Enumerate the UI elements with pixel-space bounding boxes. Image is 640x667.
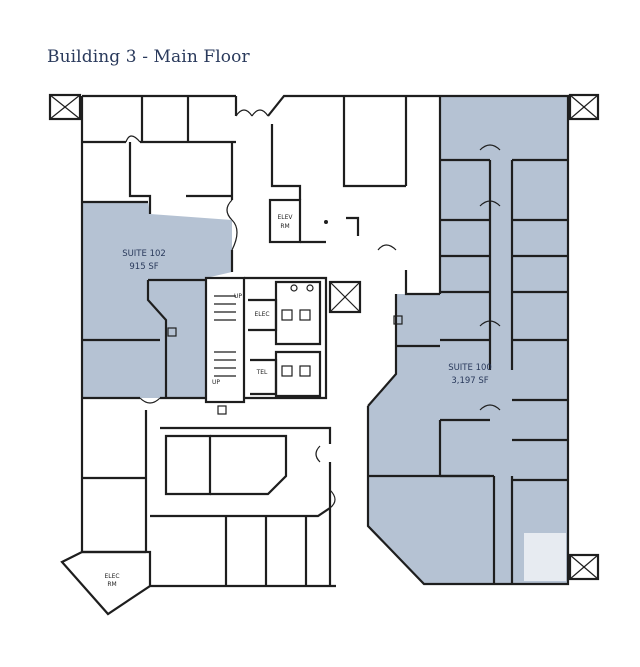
suite-100-notch — [524, 533, 566, 581]
stair-up-label: UP — [234, 293, 242, 300]
stair-top-left — [48, 93, 82, 121]
lower-left-walls — [150, 426, 332, 586]
door-swings — [125, 109, 501, 509]
stair-bottom-right — [568, 553, 600, 581]
elec-rm-label: RM — [107, 581, 116, 588]
elevator-box — [328, 280, 362, 314]
stair-top-right — [568, 93, 600, 121]
outlet-marker — [393, 315, 403, 325]
page-title: Building 3 - Main Floor — [47, 47, 250, 67]
suite-102-area-label: 915 SF — [129, 262, 158, 272]
suite-102-area — [82, 202, 232, 398]
suite-100-walls — [367, 96, 568, 584]
core-walls — [204, 124, 328, 404]
suite-102-name: SUITE 102 — [122, 249, 166, 259]
tel-room-label: TEL — [256, 369, 268, 376]
elec-room-label: ELEC — [254, 311, 269, 318]
core-fixtures — [214, 284, 314, 377]
elev-room-label: RM — [280, 223, 289, 230]
outlet-marker — [167, 327, 177, 337]
elev-room-label: ELEV — [277, 214, 293, 221]
elec-rm-label: ELEC — [104, 573, 119, 580]
outlet-marker — [217, 405, 227, 415]
stair-up-label: UP — [212, 379, 220, 386]
left-wing-walls — [82, 96, 236, 554]
exterior-wall — [60, 94, 570, 616]
suite-100-name: SUITE 100 — [448, 363, 492, 373]
column-marker — [324, 220, 328, 224]
suite-100-area-label: 3,197 SF — [451, 376, 488, 386]
upper-center-walls — [342, 96, 440, 296]
